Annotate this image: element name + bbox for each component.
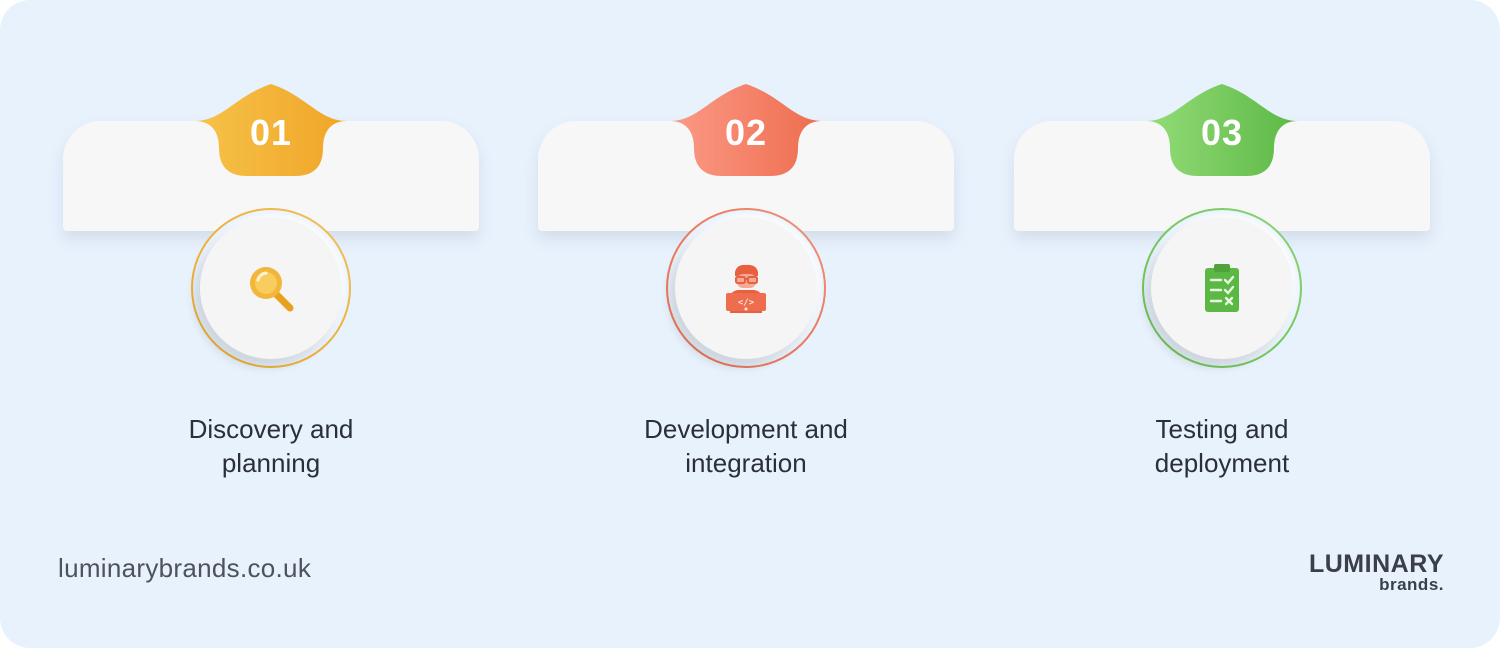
step-label-line: integration [685,448,807,478]
step-development: 02 </> Development and integration [538,0,954,500]
step-label: Discovery and planning [111,412,431,480]
step-number-badge: 02 [670,84,822,176]
logo-subtext: brands. [1379,575,1444,594]
step-testing: 03 Testing and deployment [1014,0,1430,500]
step-number: 01 [249,112,293,153]
step-number: 02 [724,112,768,153]
clipboard-checklist-icon [1197,263,1247,313]
luminary-logo: LUMINARY brands. [1280,550,1450,600]
step-label-line: planning [221,448,321,478]
step-number-badge: 01 [195,84,347,176]
logo-wordmark: LUMINARY [1308,550,1444,578]
step-label: Development and integration [586,412,906,480]
svg-text:</>: </> [738,298,755,308]
step-number-badge: 03 [1146,84,1298,176]
step-label-line: deployment [1154,448,1290,478]
step-number: 03 [1200,112,1244,153]
magnifying-glass-icon [246,263,296,313]
step-label-line: Discovery and [188,414,354,444]
step-discovery: 01 Discovery and planning [63,0,479,500]
step-label: Testing and deployment [1062,412,1382,480]
step-label-line: Testing and [1155,414,1289,444]
website-url: luminarybrands.co.uk [58,553,312,583]
step-label-line: Development and [644,414,848,444]
developer-icon: </> [721,263,771,313]
